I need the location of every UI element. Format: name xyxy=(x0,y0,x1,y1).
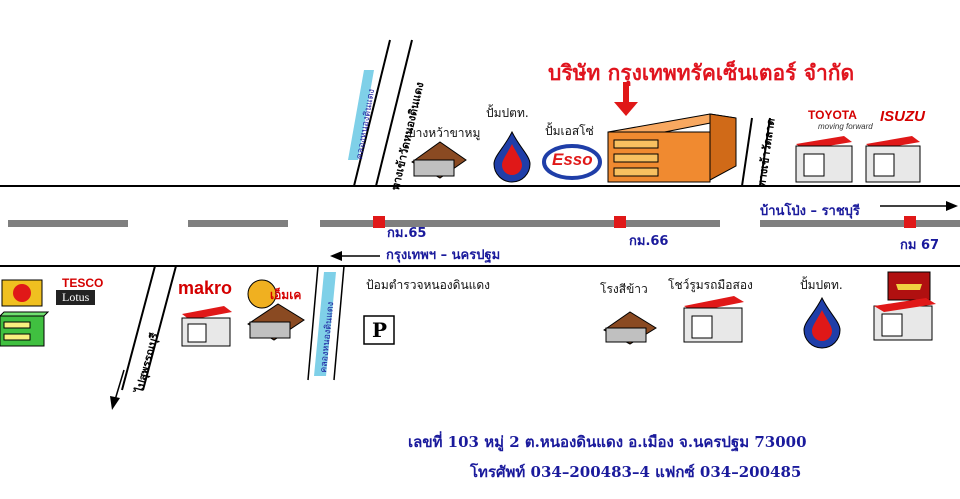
label-used-cars: โชว์รูมรถมือสอง xyxy=(668,278,753,292)
mk-logo-text: เอ็มเค xyxy=(270,288,302,302)
tesco-lotus-store xyxy=(0,279,50,347)
km-label-65: กม.65 xyxy=(387,226,427,241)
isuzu-logo-text: ISUZU xyxy=(880,108,925,125)
arrow-east xyxy=(880,201,958,211)
label-rice-mill: โรงสีข้าว xyxy=(600,282,648,296)
ptt-logo-top xyxy=(493,130,531,183)
canal-north xyxy=(348,70,374,160)
tesco-logo-text: TESCO xyxy=(62,276,104,290)
label-bang-wa: บางหว้าขาหมู xyxy=(408,126,481,140)
toyota-logo-text: TOYOTA xyxy=(808,108,857,122)
isuzu-showroom xyxy=(865,136,921,183)
chevrolet-showroom xyxy=(873,271,936,341)
makro-logo-text: makro xyxy=(178,278,233,298)
km-marker-65 xyxy=(373,216,385,228)
mk-restaurant xyxy=(247,279,305,341)
label-ptt-top: ปั้มปตท. xyxy=(486,106,529,120)
km-label-67: กม 67 xyxy=(900,238,940,253)
toyota-showroom xyxy=(795,136,853,183)
km-label-66: กม.66 xyxy=(629,234,669,249)
direction-west-label: กรุงเทพฯ – นครปฐม xyxy=(386,248,501,263)
address-line: เลขที่ 103 หมู่ 2 ต.หนองดินแดง อ.เมือง จ… xyxy=(408,433,807,451)
arrow-west xyxy=(330,251,380,261)
direction-east-label: บ้านโป่ง – ราชบุรี xyxy=(760,204,860,219)
label-police-box: ป้อมตำรวจหนองดินแดง xyxy=(366,278,491,292)
highway-median xyxy=(8,220,960,227)
esso-logo-text: Esso xyxy=(552,150,593,169)
canal-south xyxy=(314,272,336,376)
arrow-suphan xyxy=(110,369,125,410)
parking-letter: P xyxy=(372,318,388,342)
makro-store xyxy=(181,306,232,347)
esso-logo xyxy=(542,144,602,180)
used-car-showroom xyxy=(683,296,744,343)
label-esso: ปั้มเอสโซ่ xyxy=(545,124,594,138)
company-title: บริษัท กรุงเทพทรัคเซ็นเตอร์ จำกัด xyxy=(548,60,855,85)
company-building xyxy=(607,113,737,183)
destination-arrow xyxy=(614,82,638,116)
lotus-logo-text: Lotus xyxy=(56,290,96,305)
phone-line: โทรศัพท์ 034–200483–4 แฟกซ์ 034–200485 xyxy=(470,463,802,481)
km-marker-67 xyxy=(904,216,916,228)
toyota-tagline: moving forward xyxy=(818,122,873,131)
parking-sign xyxy=(363,315,395,345)
house-bang-wa xyxy=(411,141,467,179)
ptt-logo-bottom xyxy=(803,296,841,349)
rice-mill xyxy=(603,311,657,345)
km-marker-66 xyxy=(614,216,626,228)
label-ptt-bottom: ปั้มปตท. xyxy=(800,278,843,292)
